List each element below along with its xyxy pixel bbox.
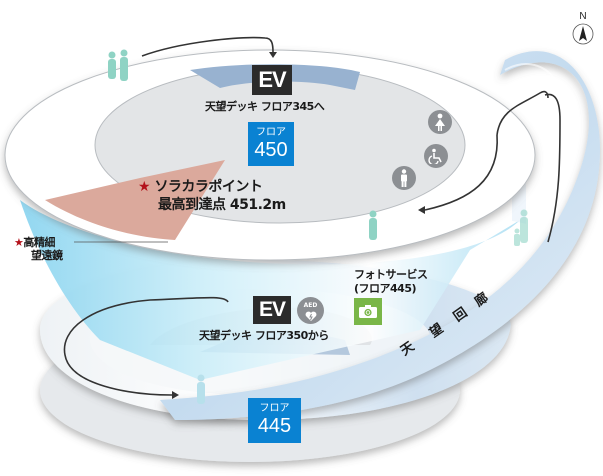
compass-north-label: N [579, 11, 587, 22]
lower-elevator-caption: 天望デッキ フロア350から [199, 329, 329, 342]
telescope-label: ★高精細 [14, 236, 55, 249]
floor-445-badge: フロア 445 [248, 398, 301, 443]
camera-icon [354, 298, 382, 325]
sorakara-point-title: ★ ソラカラポイント [138, 178, 263, 196]
sorakara-point-label: ソラカラポイント [154, 179, 263, 195]
telescope-label-line1: 高精細 [23, 236, 55, 249]
telescope-label-line2: 望遠鏡 [31, 249, 63, 262]
womens-restroom-icon [428, 110, 452, 134]
mens-restroom-icon [392, 166, 416, 190]
photo-service-floor: (フロア445) [354, 282, 417, 295]
floor-450-number: 450 [254, 139, 288, 161]
highest-point-label: 最高到達点 451.2m [158, 197, 286, 213]
floor-450-badge: フロア 450 [248, 122, 294, 166]
upper-elevator-caption: 天望デッキ フロア345へ [205, 100, 325, 113]
glass-floor-shaft [20, 200, 520, 380]
floor-450-prefix: フロア [256, 127, 286, 138]
compass-arrow-icon [572, 23, 594, 45]
aed-icon: AED [297, 297, 324, 324]
floor-445-number: 445 [257, 415, 292, 437]
lower-elevator-badge: EV [253, 296, 291, 324]
photo-service-label: フォトサービス [354, 268, 428, 281]
visitor-silhouettes [108, 49, 528, 404]
accessible-restroom-icon [424, 144, 448, 168]
aed-label: AED [303, 302, 318, 309]
compass: N [571, 4, 595, 45]
star-icon: ★ [14, 236, 24, 249]
upper-elevator-badge: EV [252, 65, 292, 95]
walking-route-arrows [63, 36, 561, 399]
star-icon: ★ [138, 179, 151, 195]
floor-445-prefix: フロア [259, 403, 290, 414]
